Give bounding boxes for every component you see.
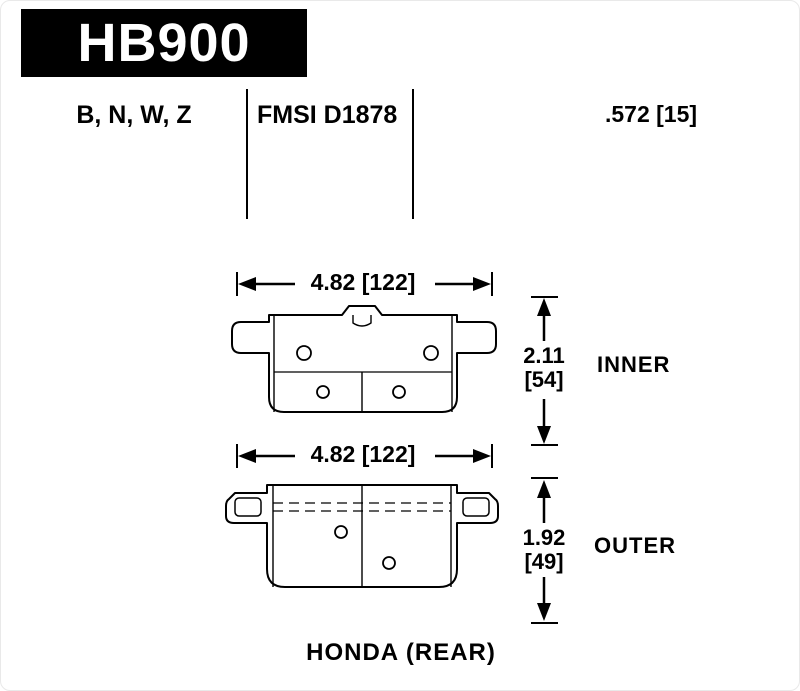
arrowhead-left-icon (238, 449, 256, 463)
arrowhead-down-icon (537, 426, 551, 444)
arrowhead-up-icon (537, 298, 551, 316)
inner-pad-label: INNER (597, 352, 671, 377)
arrowhead-left-icon (238, 277, 256, 291)
arrowhead-up-icon (537, 480, 551, 498)
outer-width-dimension (236, 444, 493, 468)
inner-pad-drawing (231, 305, 497, 413)
inner-width-dimension-label: 4.82 [122] (310, 269, 416, 295)
application-label: HONDA (REAR) (306, 639, 496, 666)
inner-thickness-mm-label: [54] (524, 367, 564, 392)
outer-thickness-inches-label: 1.92 (522, 525, 566, 550)
inner-width-dimension (236, 272, 493, 296)
outer-pad-label: OUTER (594, 533, 676, 558)
pad-thickness-label: .572 [15] (604, 101, 698, 127)
part-number: HB900 (77, 13, 251, 73)
outer-pad-drawing (225, 484, 499, 588)
outer-thickness-dimension (531, 477, 558, 624)
arrowhead-right-icon (473, 277, 491, 291)
outer-width-dimension-label: 4.82 [122] (310, 441, 416, 467)
divider-line (412, 89, 414, 219)
divider-line (246, 89, 248, 219)
arrowhead-right-icon (473, 449, 491, 463)
arrowhead-down-icon (537, 603, 551, 621)
fmsi-label: FMSI D1878 (257, 101, 398, 129)
outer-thickness-mm-label: [49] (524, 549, 564, 574)
compounds-label: B, N, W, Z (76, 101, 192, 129)
inner-thickness-dimension (531, 296, 558, 446)
inner-thickness-inches-label: 2.11 (523, 343, 565, 368)
part-number-box: HB900 (21, 9, 307, 77)
